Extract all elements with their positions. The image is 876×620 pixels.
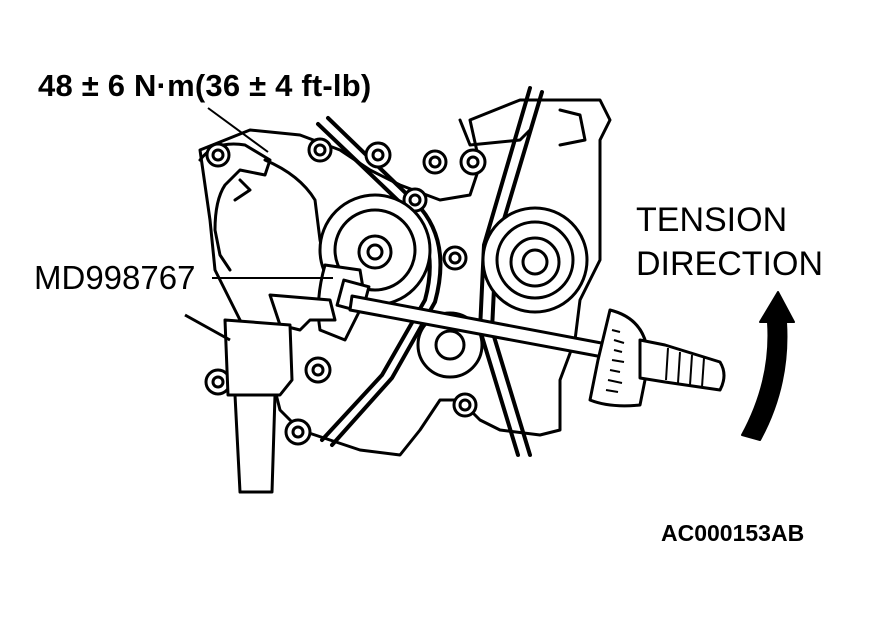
tension-direction-label: TENSION DIRECTION [636, 198, 823, 286]
right-cover [458, 118, 532, 147]
right-pulley [481, 206, 589, 314]
curved-arrow-icon [741, 291, 795, 441]
special-tool-label: MD998767 [34, 259, 196, 296]
torque-wrench [348, 294, 726, 408]
torque-spec-label: 48 ± 6 N·m(36 ± 4 ft-lb) [38, 68, 372, 103]
tension-line-1: TENSION [636, 201, 788, 239]
special-tool-body [184, 293, 337, 494]
tension-line-2: DIRECTION [636, 245, 823, 283]
figure-id-label: AC000153AB [661, 520, 805, 546]
bolts [204, 137, 487, 446]
tension-arrow [741, 291, 795, 441]
